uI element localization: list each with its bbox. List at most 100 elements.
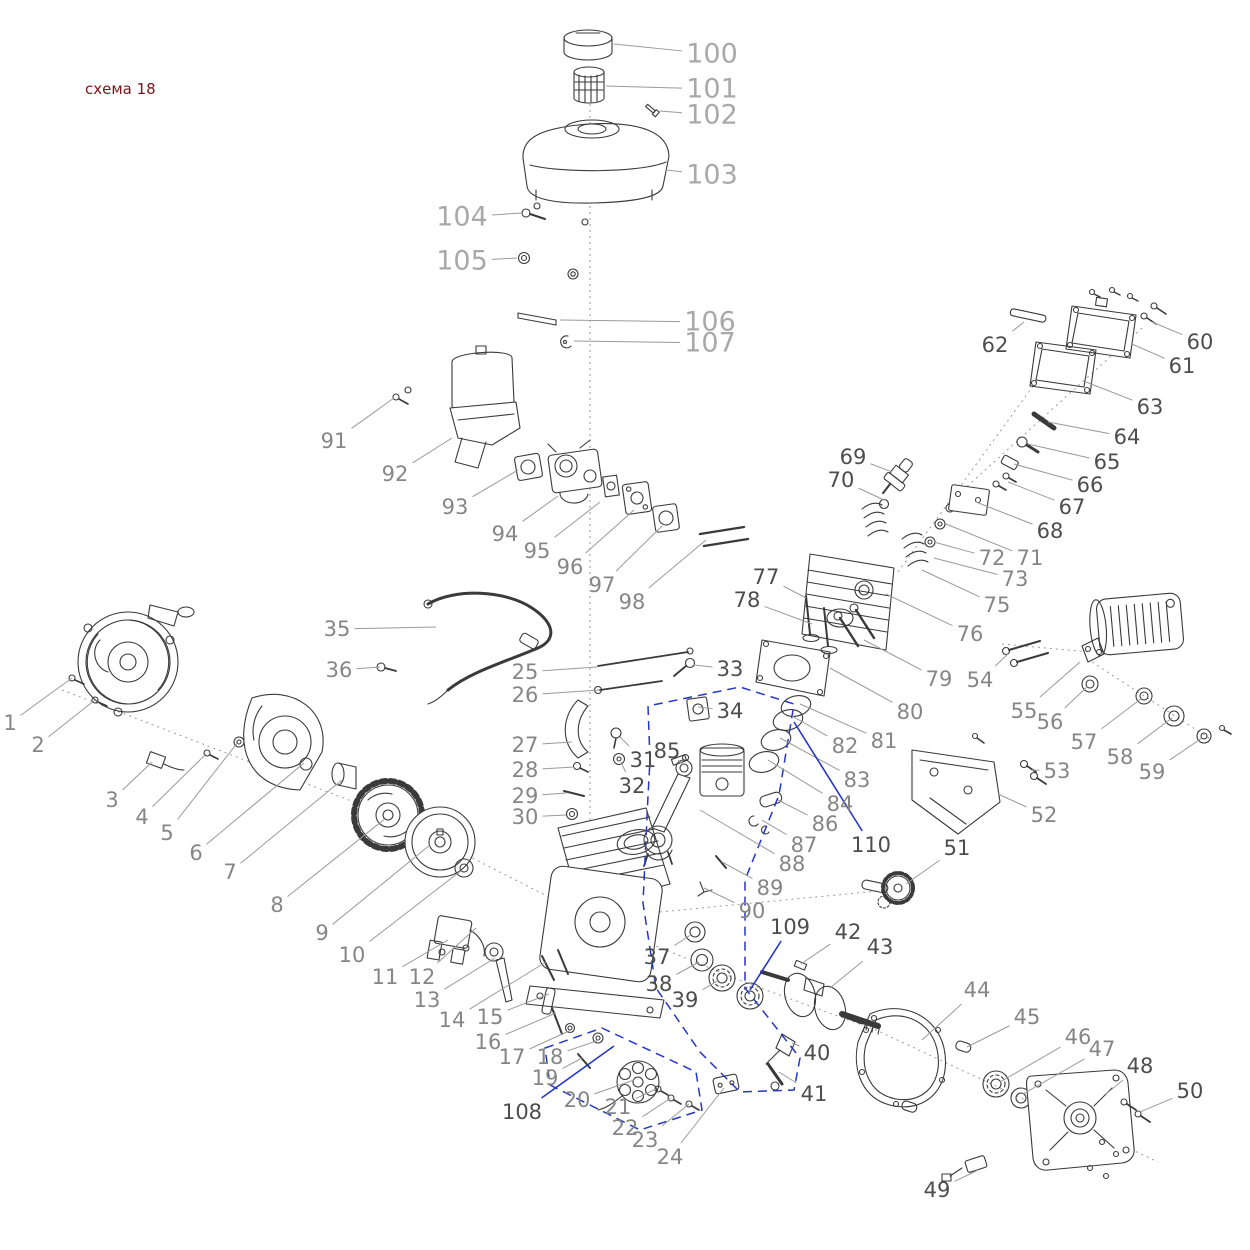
- leader-line-50: [1139, 1097, 1173, 1113]
- leader-line-83: [779, 737, 840, 771]
- leader-line-35: [354, 626, 437, 630]
- leader-line-13: [444, 957, 496, 990]
- valves: [802, 595, 838, 655]
- head-cover: [1065, 286, 1167, 359]
- leader-line-2: [48, 699, 96, 738]
- head-gasket: [755, 639, 831, 697]
- leader-line-47: [1022, 1058, 1085, 1095]
- leader-line-72: [933, 541, 975, 554]
- fan-shroud: [243, 693, 324, 791]
- dipsticks: [484, 942, 556, 1015]
- leader-line-23: [661, 1103, 690, 1127]
- leader-line-4: [152, 753, 207, 808]
- cover-gasket: [855, 1008, 946, 1108]
- leader-line-14: [469, 961, 547, 1010]
- dowel-pins: [901, 1040, 972, 1113]
- leader-line-3: [122, 761, 153, 791]
- leader-line-86: [777, 799, 808, 816]
- rocker-parts: [948, 411, 1057, 516]
- leader-line-15: [507, 993, 550, 1011]
- leader-line-61: [1131, 343, 1165, 359]
- leader-line-30: [542, 814, 567, 817]
- leader-line-54: [994, 653, 1009, 667]
- leader-line-58: [1137, 717, 1173, 745]
- alignment-centerlines: [61, 104, 1213, 1163]
- leader-line-45: [966, 1025, 1010, 1048]
- leader-line-27: [542, 741, 573, 745]
- leader-line-63: [1085, 381, 1133, 401]
- air-cleaner-screws: [392, 386, 412, 405]
- fuel-cap: [563, 29, 613, 61]
- starter-screws: [68, 674, 108, 707]
- leader-line-19: [562, 1057, 583, 1069]
- assembly-grouping-outlines: [544, 686, 801, 1131]
- leader-line-42: [800, 943, 831, 965]
- leader-line-89: [721, 861, 753, 879]
- intake-hardware: [673, 657, 710, 722]
- leader-line-64: [1047, 421, 1110, 435]
- leader-line-38: [676, 961, 700, 975]
- leader-line-81: [799, 703, 867, 734]
- leader-line-73: [933, 557, 998, 575]
- leader-line-94: [522, 495, 559, 522]
- piston-rings: [748, 695, 812, 773]
- leader-line-110: [793, 721, 863, 832]
- leader-line-49: [954, 1169, 979, 1182]
- leader-line-69: [870, 463, 893, 473]
- tank-fasteners: [517, 208, 579, 280]
- control-bracket-parts: [563, 699, 690, 821]
- manifold-studs: [698, 525, 750, 548]
- leader-line-32: [620, 761, 627, 773]
- fuel-tank: [522, 119, 670, 226]
- leader-line-36: [356, 666, 381, 670]
- leader-line-67: [1007, 481, 1055, 501]
- leader-line-104: [491, 212, 523, 216]
- leader-line-92: [412, 437, 453, 464]
- leader-line-88: [699, 809, 775, 855]
- leader-line-70: [858, 487, 885, 501]
- leader-line-57: [1101, 697, 1143, 730]
- leader-line-46: [999, 1046, 1061, 1083]
- leader-line-28: [542, 766, 575, 770]
- leader-line-26: [542, 689, 600, 695]
- muffler-hardware: [1001, 640, 1232, 785]
- leader-line-103: [665, 169, 683, 173]
- leader-line-65: [1027, 443, 1090, 459]
- leader-line-44: [921, 1003, 962, 1041]
- leader-line-109: [749, 940, 782, 991]
- leader-line-82: [791, 715, 828, 737]
- screw-102: [645, 103, 660, 118]
- muffler-bracket: [911, 732, 1001, 835]
- leader-line-20: [594, 1079, 635, 1095]
- spark-plug-wire: [423, 591, 553, 705]
- leader-line-31: [619, 736, 630, 747]
- leader-line-7: [240, 779, 343, 864]
- leader-line-9: [332, 844, 431, 925]
- leader-line-79: [863, 639, 922, 671]
- leader-line-40: [791, 1042, 800, 1047]
- leader-line-24: [680, 1087, 725, 1144]
- governor-parts: [765, 1033, 796, 1091]
- leader-line-43: [829, 960, 864, 989]
- starter-cup-parts: [299, 757, 357, 790]
- leader-line-78: [764, 605, 813, 625]
- leader-line-95: [554, 501, 601, 538]
- leader-line-77: [783, 585, 807, 599]
- main-bearings: [708, 964, 764, 1010]
- leader-line-5: [177, 741, 239, 820]
- fuel-line: [517, 312, 572, 349]
- cover-bearing-seal: [982, 1070, 1032, 1109]
- spark-plug: [878, 458, 913, 510]
- leader-line-52: [997, 793, 1027, 808]
- leader-line-21: [635, 1088, 657, 1100]
- leader-line-105: [491, 257, 518, 260]
- valve-springs: [861, 502, 955, 567]
- fuel-strainer: [573, 66, 605, 104]
- leader-line-97: [615, 525, 663, 572]
- leader-line-106: [559, 319, 681, 323]
- ignition-small-parts: [145, 736, 245, 771]
- leader-line-66: [1013, 463, 1073, 481]
- leader-line-108: [541, 1045, 615, 1099]
- leader-line-25: [542, 666, 598, 672]
